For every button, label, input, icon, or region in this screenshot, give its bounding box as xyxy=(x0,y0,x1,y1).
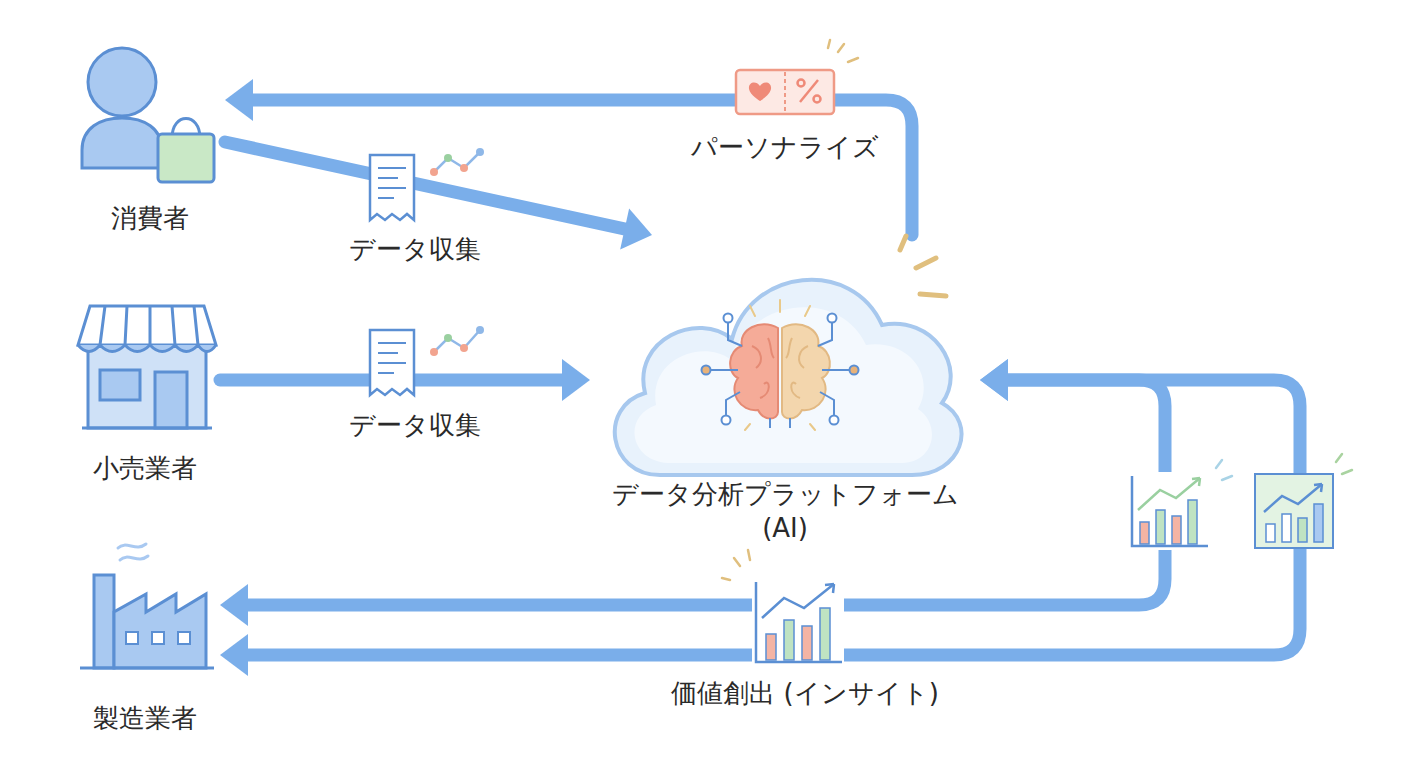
store-icon xyxy=(78,306,216,428)
retailer-node: 小売業者 xyxy=(70,300,220,485)
arrow-head xyxy=(220,634,248,676)
consumer-node: 消費者 xyxy=(75,50,225,235)
coupon-icon xyxy=(736,40,858,114)
flow-arrow xyxy=(220,359,590,401)
node-text-group: 小売業者 xyxy=(70,451,220,485)
flow-arrow xyxy=(225,142,652,250)
arrow-head xyxy=(220,584,248,626)
node-label: 消費者 xyxy=(111,201,189,235)
arrow-head xyxy=(562,359,590,401)
platform-cloud: データ分析プラットフォーム (AI) xyxy=(590,235,980,545)
arrow-head xyxy=(980,359,1008,401)
factory-icon xyxy=(80,544,214,668)
arrow-line xyxy=(225,142,627,229)
node-text-group: 製造業者 xyxy=(70,701,220,735)
edge-label: 価値創出 (インサイト) xyxy=(605,676,1005,710)
arrow-line xyxy=(220,374,564,387)
arrow-head xyxy=(980,359,1008,401)
insight-chart xyxy=(722,550,844,664)
node-text-group: 消費者 xyxy=(75,201,225,235)
insight-chart xyxy=(1255,454,1352,548)
node-label: 小売業者 xyxy=(93,451,197,485)
receipt-icon xyxy=(370,155,414,395)
arrow-line xyxy=(251,100,912,235)
arrow-head xyxy=(225,79,253,121)
edge-label: データ収集 xyxy=(215,408,615,442)
insight-chart xyxy=(1128,460,1232,550)
consumer-icon xyxy=(82,48,214,182)
edge-label: パーソナライズ xyxy=(585,130,985,164)
node-text-group: データ分析プラットフォーム (AI) xyxy=(590,477,980,545)
manufacturer-node: 製造業者 xyxy=(70,535,220,735)
node-label: 製造業者 xyxy=(93,701,197,735)
node-label: データ分析プラットフォーム (AI) xyxy=(600,477,970,545)
edge-label: データ収集 xyxy=(215,232,615,266)
arrow-head xyxy=(620,209,652,250)
